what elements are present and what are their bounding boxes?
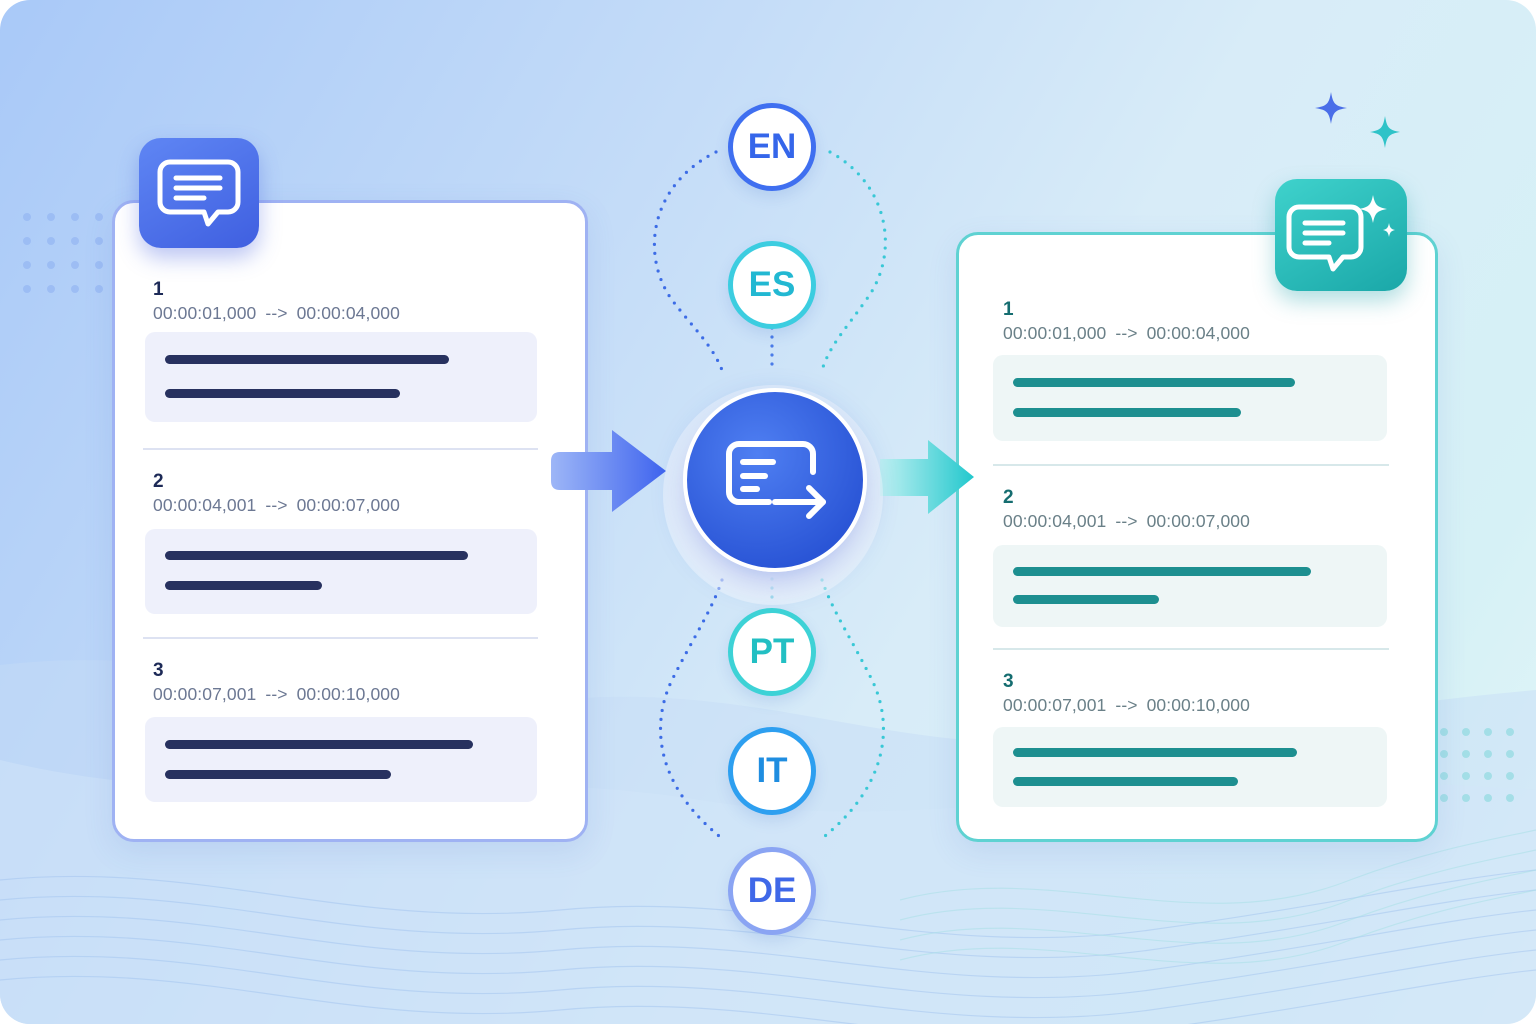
source-subtitle-card: 1 00:00:01,000 --> 00:00:04,000 2 00:00:04… (112, 200, 588, 842)
entry-index: 2 (1003, 487, 1014, 508)
text-line (165, 740, 473, 749)
text-line (165, 581, 322, 590)
language-node-es: ES (728, 241, 816, 329)
end-time: 00:00:07,000 (296, 495, 400, 515)
start-time: 00:00:04,001 (1003, 511, 1107, 531)
text-line (1013, 408, 1241, 417)
text-line (165, 770, 391, 779)
entry-timecode: 00:00:07,001 --> 00:00:10,000 (1003, 695, 1250, 716)
decorative-dot (1484, 728, 1492, 736)
time-arrow: --> (1115, 511, 1138, 531)
end-time: 00:00:04,000 (1146, 323, 1250, 343)
language-node-it: IT (728, 727, 816, 815)
end-time: 00:00:10,000 (296, 684, 400, 704)
language-node-pt: PT (728, 608, 816, 696)
translated-subtitle-card: 1 00:00:01,000 --> 00:00:04,000 2 00:00:04… (956, 232, 1438, 842)
decorative-dot (95, 285, 103, 293)
subtitle-text-block (145, 717, 537, 802)
decorative-dot (1462, 750, 1470, 758)
decorative-dot (71, 237, 79, 245)
entry-divider (993, 648, 1389, 650)
decorative-dot (23, 237, 31, 245)
decorative-dot (95, 213, 103, 221)
time-arrow: --> (1115, 323, 1138, 343)
entry-timecode: 00:00:01,000 --> 00:00:04,000 (1003, 323, 1250, 344)
start-time: 00:00:04,001 (153, 495, 257, 515)
start-time: 00:00:07,001 (153, 684, 257, 704)
time-arrow: --> (1115, 695, 1138, 715)
decorative-dot (1506, 728, 1514, 736)
decorative-dot (95, 237, 103, 245)
entry-divider (143, 637, 538, 639)
decorative-dot (1506, 772, 1514, 780)
decorative-dot (1506, 794, 1514, 802)
decorative-dot (1462, 728, 1470, 736)
subtitle-text-block (993, 545, 1387, 627)
entry-index: 3 (153, 660, 164, 681)
decorative-dot (1462, 772, 1470, 780)
text-line (1013, 777, 1238, 786)
subtitle-text-block (145, 332, 537, 422)
start-time: 00:00:07,001 (1003, 695, 1107, 715)
end-time: 00:00:10,000 (1146, 695, 1250, 715)
decorative-dot (1506, 750, 1514, 758)
decorative-dot (71, 285, 79, 293)
decorative-dot (1440, 728, 1448, 736)
subtitle-text-block (145, 529, 537, 614)
text-line (165, 551, 468, 560)
text-line (1013, 567, 1311, 576)
decorative-dot (71, 261, 79, 269)
subtitle-text-block (993, 727, 1387, 807)
end-time: 00:00:07,000 (1146, 511, 1250, 531)
time-arrow: --> (265, 495, 288, 515)
text-line (1013, 595, 1159, 604)
entry-index: 1 (153, 279, 164, 300)
entry-timecode: 00:00:07,001 --> 00:00:10,000 (153, 684, 400, 705)
entry-timecode: 00:00:04,001 --> 00:00:07,000 (153, 495, 400, 516)
start-time: 00:00:01,000 (1003, 323, 1107, 343)
decorative-dot (95, 261, 103, 269)
language-node-de: DE (728, 847, 816, 935)
decorative-dot (47, 237, 55, 245)
decorative-dot (23, 261, 31, 269)
entry-index: 1 (1003, 299, 1014, 320)
entry-index: 3 (1003, 671, 1014, 692)
subtitle-text-block (993, 355, 1387, 441)
decorative-dot (23, 213, 31, 221)
decorative-dot (1440, 772, 1448, 780)
end-time: 00:00:04,000 (296, 303, 400, 323)
time-arrow: --> (265, 303, 288, 323)
subtitle-chat-icon (139, 138, 259, 248)
time-arrow: --> (265, 684, 288, 704)
language-node-en: EN (728, 103, 816, 191)
text-line (1013, 378, 1295, 387)
entry-divider (143, 448, 538, 450)
decorative-dot (1440, 750, 1448, 758)
decorative-dot (1484, 794, 1492, 802)
entry-timecode: 00:00:04,001 --> 00:00:07,000 (1003, 511, 1250, 532)
text-line (165, 355, 449, 364)
text-line (1013, 748, 1297, 757)
decorative-dot (47, 213, 55, 221)
decorative-dot (1462, 794, 1470, 802)
text-line (165, 389, 400, 398)
subtitle-chat-sparkle-icon (1275, 179, 1407, 291)
entry-timecode: 00:00:01,000 --> 00:00:04,000 (153, 303, 400, 324)
decorative-dot (23, 285, 31, 293)
decorative-dot (1440, 794, 1448, 802)
decorative-dot (71, 213, 79, 221)
decorative-dot (1484, 750, 1492, 758)
decorative-dot (47, 285, 55, 293)
decorative-dot (1484, 772, 1492, 780)
start-time: 00:00:01,000 (153, 303, 257, 323)
entry-index: 2 (153, 471, 164, 492)
decorative-dot (47, 261, 55, 269)
translate-text-arrow-icon (683, 388, 867, 572)
entry-divider (993, 464, 1389, 466)
